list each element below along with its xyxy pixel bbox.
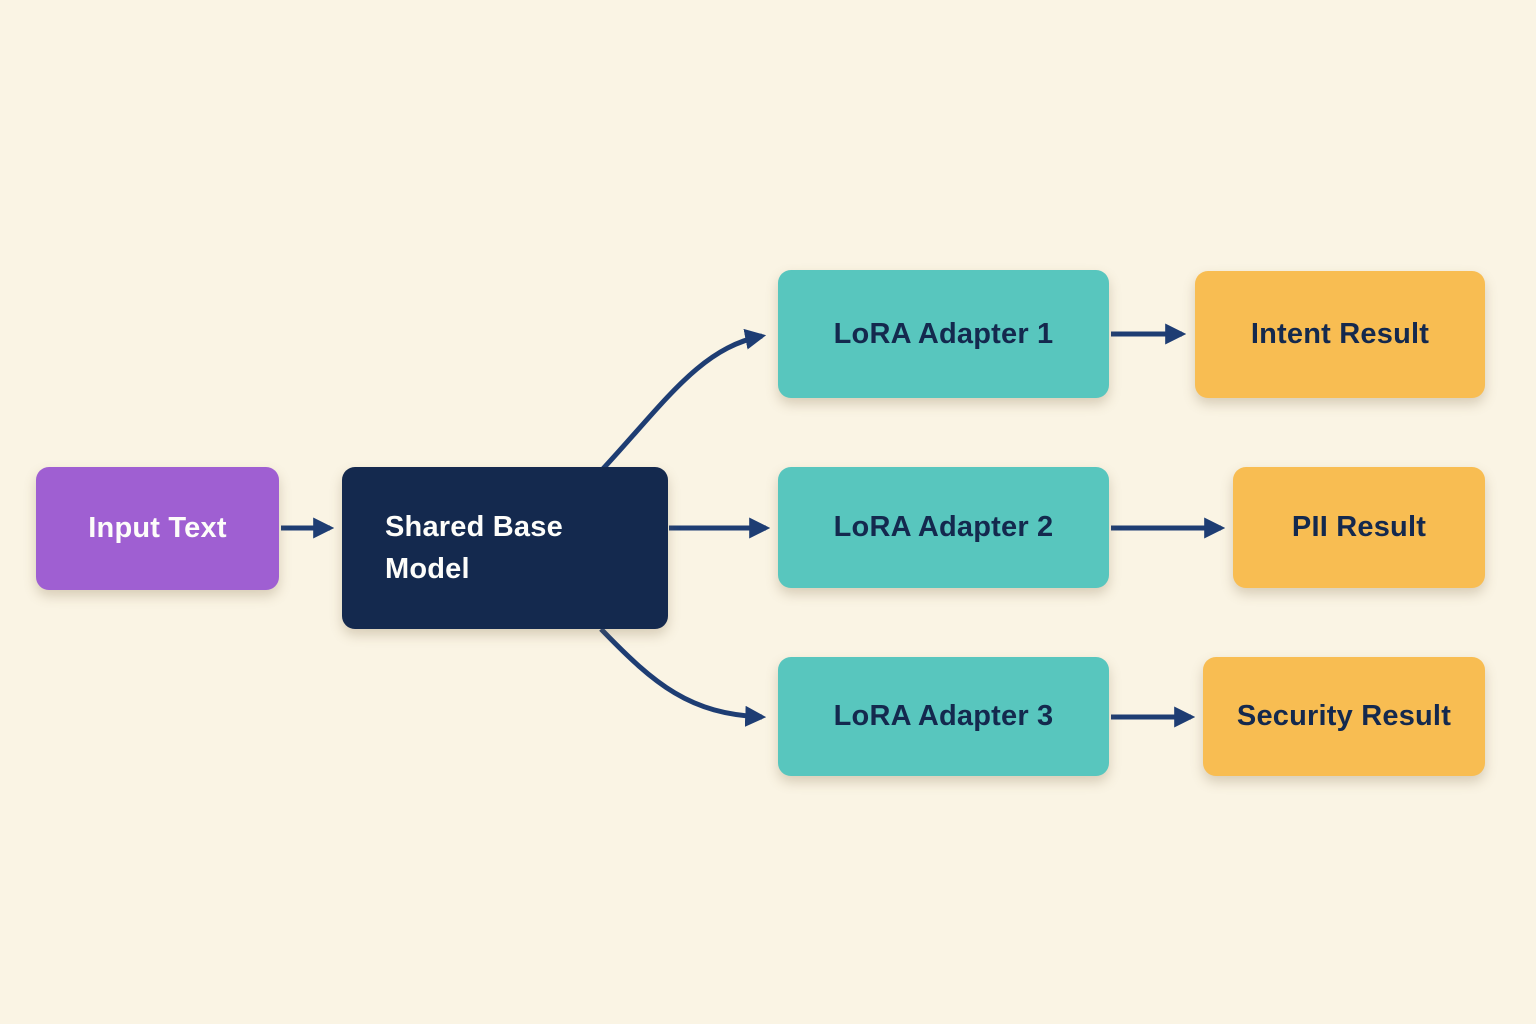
node-lora-adapter-1-label: LoRA Adapter 1: [833, 317, 1054, 350]
node-lora-adapter-2: LoRA Adapter 2: [778, 467, 1109, 588]
node-pii-result-label: PII Result: [1291, 511, 1427, 544]
node-shared-base-model-label: Shared Base Model: [385, 510, 563, 585]
node-security-result-label: Security Result: [1236, 700, 1452, 733]
node-lora-adapter-3: LoRA Adapter 3: [778, 657, 1109, 776]
node-lora-adapter-1: LoRA Adapter 1: [778, 270, 1109, 398]
node-shared-base-model: Shared Base Model: [342, 467, 668, 629]
node-intent-result-label: Intent Result: [1250, 318, 1430, 351]
node-lora-adapter-3-label: LoRA Adapter 3: [833, 700, 1054, 733]
node-input-text: Input Text: [36, 467, 279, 590]
node-lora-adapter-2-label: LoRA Adapter 2: [833, 511, 1054, 544]
node-input-text-label: Input Text: [88, 512, 227, 545]
edge-base-to-adapter1: [599, 328, 767, 473]
node-pii-result: PII Result: [1233, 467, 1485, 588]
node-intent-result: Intent Result: [1195, 271, 1485, 398]
node-security-result: Security Result: [1203, 657, 1485, 776]
edge-base-to-adapter3: [599, 627, 767, 727]
